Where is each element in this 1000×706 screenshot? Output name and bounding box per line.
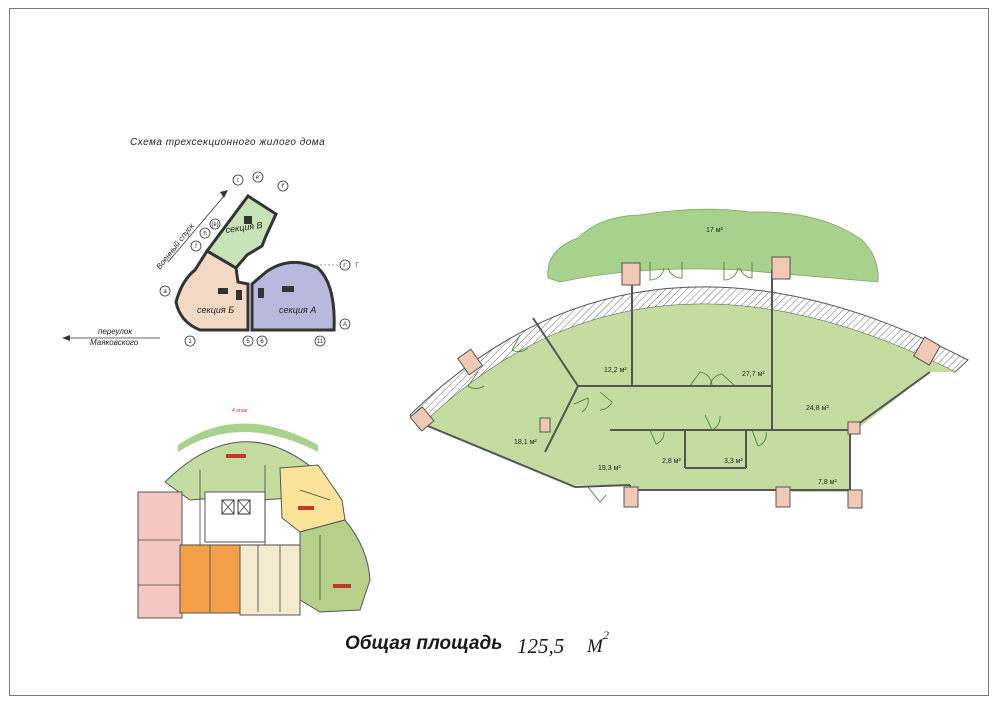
total-area-value: 125,5 <box>517 634 565 658</box>
page-frame <box>9 8 989 696</box>
scheme-title: Схема трехсекционного жилого дома <box>130 137 326 148</box>
axis-label-5: 5 <box>246 339 250 345</box>
stair-block-b <box>218 288 228 294</box>
total-area-unit-power: 2 <box>603 628 609 642</box>
floor-east-apartment <box>299 519 371 613</box>
floor-beige-apartment <box>239 544 301 616</box>
axis-label-A: А <box>343 322 347 328</box>
section-a-shape <box>250 260 336 332</box>
street-label-2: Маяковского <box>90 338 139 347</box>
total-area-label: Общая площадь <box>345 633 503 654</box>
axis-label-e: e' <box>256 175 260 181</box>
street-label-1: переулок <box>98 327 133 336</box>
axis-label-h: h <box>203 231 206 237</box>
road-arrow-icon <box>220 190 228 198</box>
section-scheme: а t e' f' h f (e) г' 1 5 6 11 А Г секция… <box>62 171 359 347</box>
floor-pink-apartment <box>137 491 183 619</box>
section-b-label: секция Б <box>197 305 234 315</box>
axis-label-6: 6 <box>260 339 264 345</box>
axis-label-t: t <box>237 178 239 184</box>
balcony-top <box>547 208 879 283</box>
apartment-plan: 17 м² 12,2 м² 27,7 м² 24,8 м² 18,1 м² 19… <box>409 208 969 509</box>
axis-label-e2: (e) <box>211 222 218 228</box>
floor-apartment-tags <box>226 454 351 588</box>
floor-yellow-apartment <box>279 464 346 533</box>
total-area-unit: М <box>587 636 603 657</box>
stair-block-b2 <box>236 290 242 300</box>
axis-label-f2: f <box>195 244 197 250</box>
axis-label-G: Г <box>355 263 359 269</box>
floor-plan: 4 этаж <box>137 408 371 619</box>
room-2-8-area: 2,8 м² <box>662 458 681 465</box>
room-27-7-area: 27,7 м² <box>742 371 765 378</box>
axis-label-11: 11 <box>317 339 324 345</box>
room-24-8-area: 24,8 м² <box>806 405 829 412</box>
room-19-3-area: 19,3 м² <box>598 465 621 472</box>
stair-block-a <box>282 286 294 292</box>
door-swings <box>467 262 767 503</box>
room-12-2-area: 12,2 м² <box>604 367 627 374</box>
stair-block-a2 <box>258 288 264 298</box>
floor-core <box>204 491 266 543</box>
axis-label-a: а <box>163 289 167 295</box>
axis-label-g: г' <box>343 263 346 269</box>
floor-label: 4 этаж <box>232 408 248 414</box>
axis-label-1: 1 <box>188 339 192 345</box>
road-line <box>167 195 225 263</box>
axis-markers <box>159 171 351 347</box>
room-7-8-area: 7,8 м² <box>818 479 837 486</box>
apartment-piers <box>409 256 941 509</box>
room-18-1-area: 18,1 м² <box>514 439 537 446</box>
section-b-shape <box>174 248 250 332</box>
axis-label-f: f' <box>282 184 285 190</box>
street-arrow-icon <box>62 335 70 341</box>
room-3-3-area: 3,3 м² <box>724 458 743 465</box>
section-a-label: секция А <box>279 305 316 315</box>
stair-block-v <box>244 216 252 224</box>
road-label: Военный спуск <box>154 221 196 271</box>
room-balcony-area: 17 м² <box>706 227 724 234</box>
floor-balcony-arc <box>178 423 318 452</box>
